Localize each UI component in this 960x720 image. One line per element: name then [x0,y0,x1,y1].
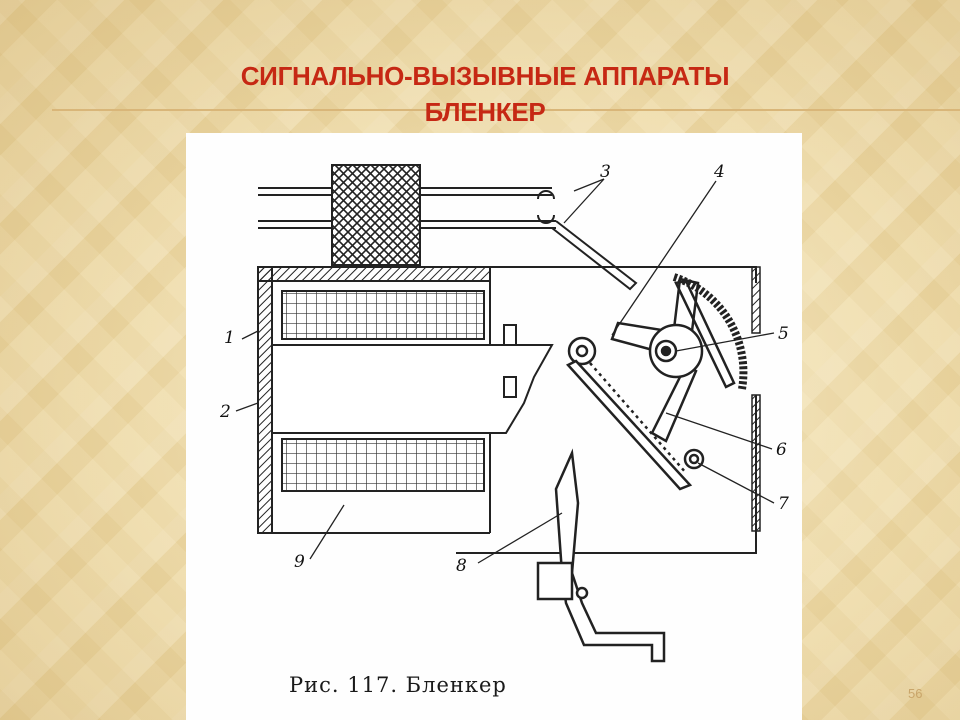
magnet-housing [257,266,761,554]
label-6: 6 [776,440,787,460]
label-4: 4 [713,162,725,182]
slide-title-line1: СИГНАЛЬНО-ВЫЗЫВНЫЕ АППАРАТЫ [240,61,730,91]
page-number: 56 [908,686,923,701]
lever-pivot [565,336,693,491]
label-2: 2 [219,402,231,422]
leader-lines [235,178,775,564]
slide-title-line2: БЛЕНКЕР [424,97,546,127]
figure-caption: Рис. 117. Бленкер [289,673,507,697]
label-5: 5 [778,324,789,344]
blinker-figure: 1 2 3 4 5 6 7 8 9 Рис. 117. Бленкер [186,133,802,720]
title-divider [52,109,960,111]
release-lever [536,448,666,663]
label-9: 9 [294,552,305,572]
stop-pin [683,448,705,470]
label-3: 3 [600,162,611,182]
label-8: 8 [456,556,467,576]
coil-winding-upper [281,290,485,340]
coil-winding-lower [281,438,485,492]
label-7: 7 [778,494,789,514]
magnet-core [271,344,554,434]
label-1: 1 [224,328,235,348]
blinker-diagram: 1 2 3 4 5 6 7 8 9 [219,162,789,663]
terminal-block [331,164,421,266]
